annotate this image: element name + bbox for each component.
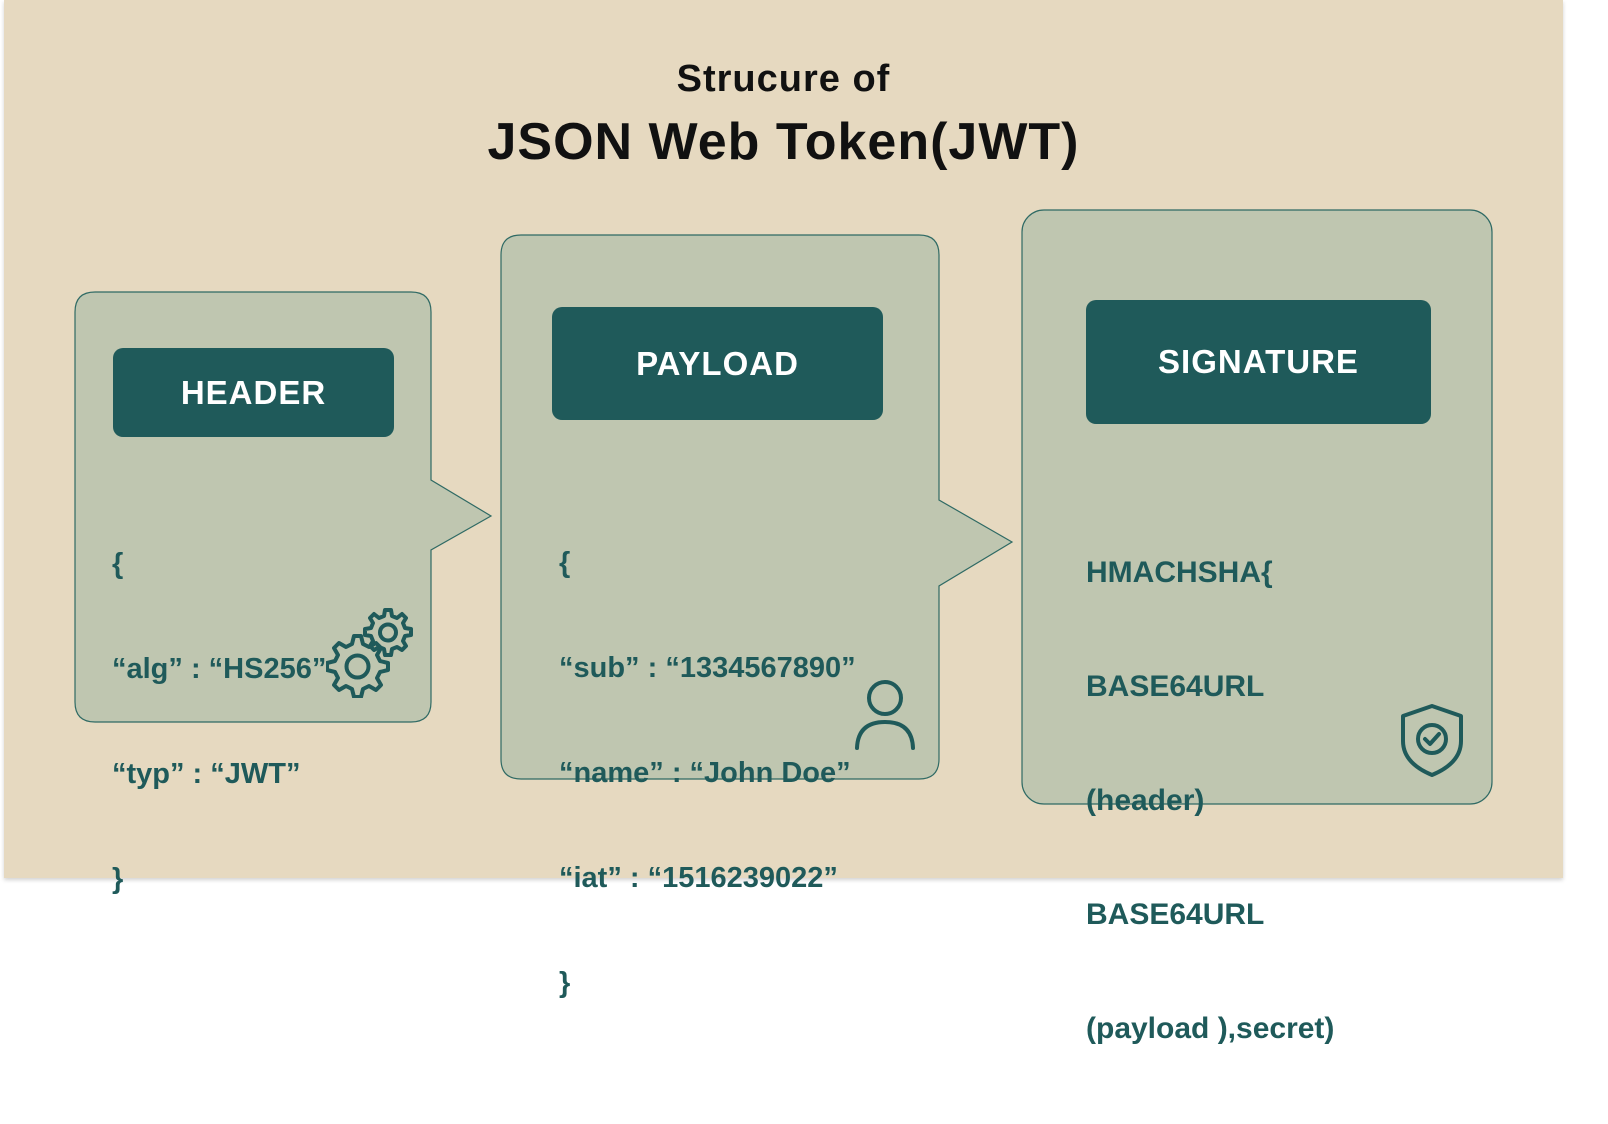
payload-line: “name” : “John Doe” [559, 757, 851, 789]
signature-label: SIGNATURE [1086, 300, 1431, 424]
signature-line: (header) [1086, 784, 1205, 817]
signature-line: (payload ),secret) [1086, 1012, 1335, 1045]
user-icon [855, 680, 915, 750]
header-line: “alg” : “HS256” [112, 653, 327, 685]
shield-check-icon [1401, 704, 1463, 777]
payload-line: “iat” : “1516239022” [559, 862, 838, 894]
diagram-subtitle: Strucure of [676, 58, 891, 100]
header-line: “typ” : “JWT” [112, 758, 301, 790]
signature-line: BASE64URL [1086, 670, 1265, 703]
payload-json: { “sub” : “1334567890” “name” : “John Do… [559, 476, 856, 1071]
payload-line: { [559, 547, 571, 579]
signature-formula: HMACHSHA{ BASE64URL (header) BASE64URL (… [1086, 478, 1334, 1124]
payload-line: } [559, 967, 571, 999]
signature-line: HMACHSHA{ [1086, 556, 1273, 589]
diagram-canvas: Strucure of JSON Web Token(JWT) HEADER {… [4, 0, 1563, 1045]
payload-label-text: PAYLOAD [636, 344, 799, 382]
payload-line: “sub” : “1334567890” [559, 652, 856, 684]
diagram-title: JSON Web Token(JWT) [487, 113, 1080, 171]
header-json: { “alg” : “HS256” “typ” : “JWT” } [112, 477, 326, 967]
header-line: { [112, 548, 124, 580]
signature-line: BASE64URL [1086, 898, 1265, 931]
header-line: } [112, 863, 124, 895]
payload-label: PAYLOAD [552, 307, 883, 420]
gears-icon [326, 608, 413, 698]
signature-label-text: SIGNATURE [1158, 343, 1359, 380]
header-label-text: HEADER [180, 373, 327, 411]
header-label: HEADER [113, 348, 394, 437]
